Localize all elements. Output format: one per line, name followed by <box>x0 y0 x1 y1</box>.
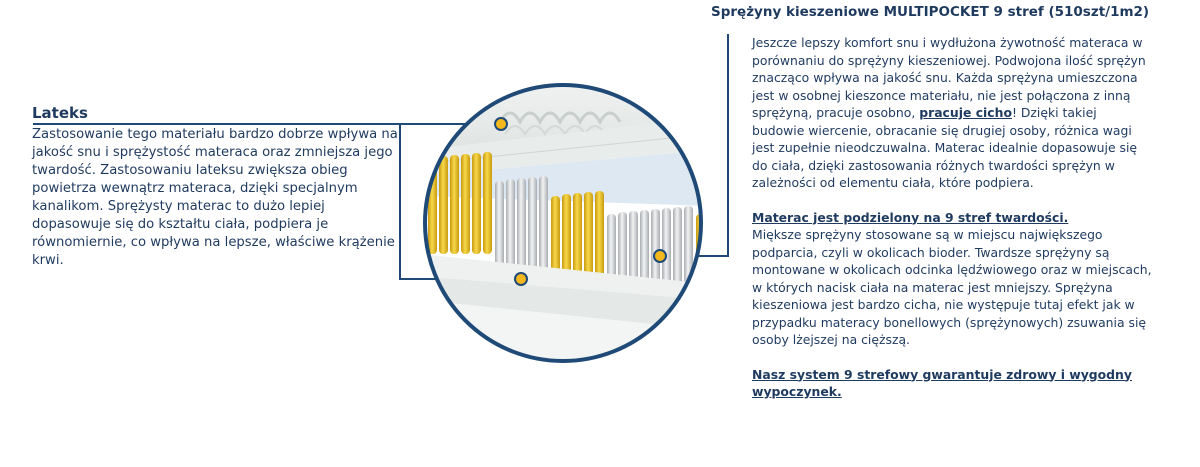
mattress-cross-section <box>425 85 701 361</box>
latex-marker-dot <box>494 117 508 131</box>
zones-description: Miększe sprężyny stosowane są w miejscu … <box>752 227 1152 347</box>
springs-intro-after: ! Dzięki takiej budowie wiercenie, obrac… <box>752 105 1138 190</box>
springs-section: Jeszcze lepszy komfort snu i wydłużona ż… <box>752 34 1152 401</box>
quiet-link[interactable]: pracuje cicho <box>919 105 1012 120</box>
zones-heading: Materac jest podzielony na 9 stref tward… <box>752 209 1069 225</box>
foam-marker-dot <box>514 272 528 286</box>
springs-title: Sprężyny kieszeniowe MULTIPOCKET 9 stref… <box>711 4 1150 20</box>
springs-intro-before: Jeszcze lepszy komfort snu i wydłużona ż… <box>752 35 1146 120</box>
springs-intro: Jeszcze lepszy komfort snu i wydłużona ż… <box>752 34 1152 192</box>
latex-title: Lateks <box>32 104 88 122</box>
closing-statement: Nasz system 9 strefowy gwarantuje zdrowy… <box>752 366 1132 400</box>
latex-section: Lateks Zastosowanie tego materiału bardz… <box>32 104 407 270</box>
spring-marker-dot <box>653 249 667 263</box>
latex-description: Zastosowanie tego materiału bardzo dobrz… <box>32 127 398 268</box>
